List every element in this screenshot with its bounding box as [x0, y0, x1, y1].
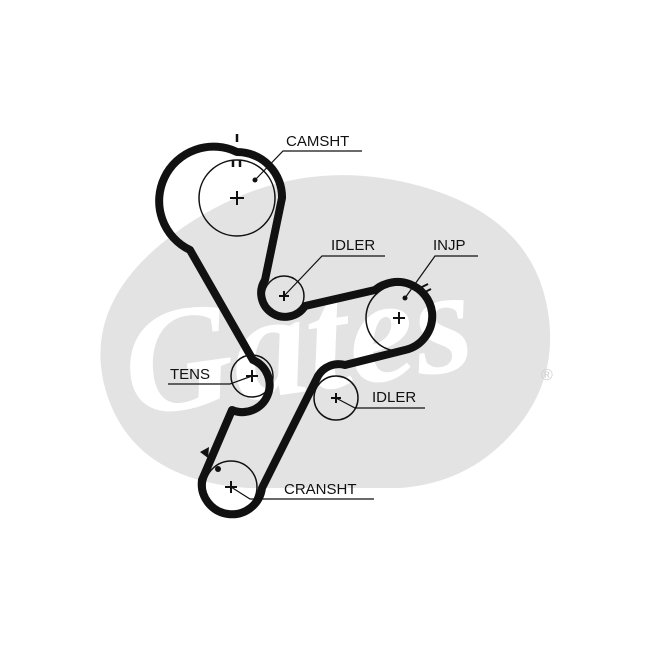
camshaft-pulley-outline [198, 159, 276, 237]
watermark-swoosh [100, 175, 551, 488]
leader-tensioner [168, 375, 253, 385]
injection-pump-center-mark [393, 312, 405, 324]
tensioner-outline [230, 354, 274, 398]
injp-double-tick-a [419, 283, 429, 289]
crankshaft-pulley [204, 460, 258, 514]
label-camshaft: CAMSHT [286, 133, 349, 150]
camshaft-center-mark [230, 191, 244, 205]
idler-bottom-outline [313, 375, 359, 421]
crankshaft-triangle-marker [200, 447, 209, 458]
leader-lines [168, 150, 478, 500]
leader-idler-top [283, 255, 385, 297]
leader-injp [404, 255, 478, 299]
injection-pump-timing-marks [419, 283, 432, 294]
label-crankshaft: CRANSHT [284, 481, 357, 498]
crankshaft-timing-dot [215, 466, 221, 472]
label-idler-bottom: IDLER [372, 389, 416, 406]
camshaft-timing-marks [231, 134, 242, 167]
leader-crankshaft [230, 486, 374, 500]
leader-camshaft [254, 150, 362, 181]
gates-watermark-logo: Gates ® [100, 175, 553, 488]
label-injection-pump: INJP [433, 237, 466, 254]
label-tensioner: TENS [170, 366, 210, 383]
timing-belt [155, 142, 437, 519]
idler-top-outline [263, 275, 305, 317]
registered-mark: ® [541, 367, 553, 384]
leader-idler-bottom [335, 397, 425, 409]
crankshaft-outline [204, 460, 258, 514]
label-idler-top: IDLER [331, 237, 375, 254]
injection-pump-outline [365, 284, 433, 352]
injp-double-tick-b [422, 288, 432, 294]
